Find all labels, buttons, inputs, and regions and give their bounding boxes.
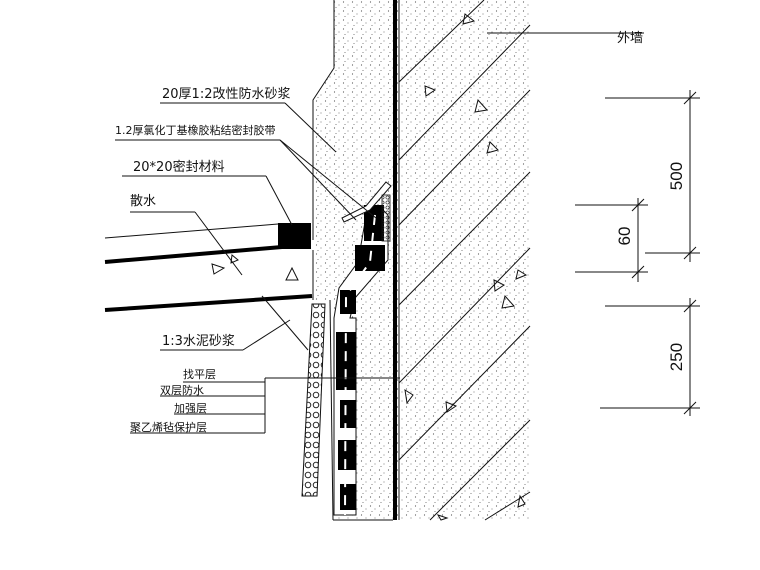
dimension-250: 250	[667, 343, 686, 371]
dimension-500: 500	[667, 162, 686, 190]
label-sealant: 20*20密封材料	[133, 159, 225, 175]
outer-wall-concrete	[393, 0, 531, 521]
label-leveling: 找平层	[183, 367, 216, 381]
leader-lines	[115, 32, 644, 434]
sealant-block	[278, 223, 311, 249]
label-mortar-20: 20厚1:2改性防水砂浆	[162, 86, 290, 102]
label-outer-wall: 外墙	[617, 31, 643, 46]
mortar-layer	[312, 0, 393, 521]
label-double-waterproof: 双层防水	[160, 383, 204, 397]
label-butyl-tape: 1.2厚氯化丁基橡胶粘结密封胶带	[115, 123, 276, 137]
label-cement-mortar: 1:3水泥砂浆	[162, 334, 235, 349]
label-reinforcement: 加强层	[174, 402, 207, 415]
dimension-lines	[575, 90, 700, 416]
apron-slab	[104, 223, 313, 312]
dimension-60: 60	[615, 227, 634, 246]
pe-felt-layer	[301, 303, 326, 497]
label-pe-protection: 聚乙烯毡保护层	[130, 420, 207, 434]
waterproof-membrane	[333, 204, 389, 516]
label-apron: 散水	[130, 194, 156, 209]
tape-strip	[341, 181, 392, 242]
